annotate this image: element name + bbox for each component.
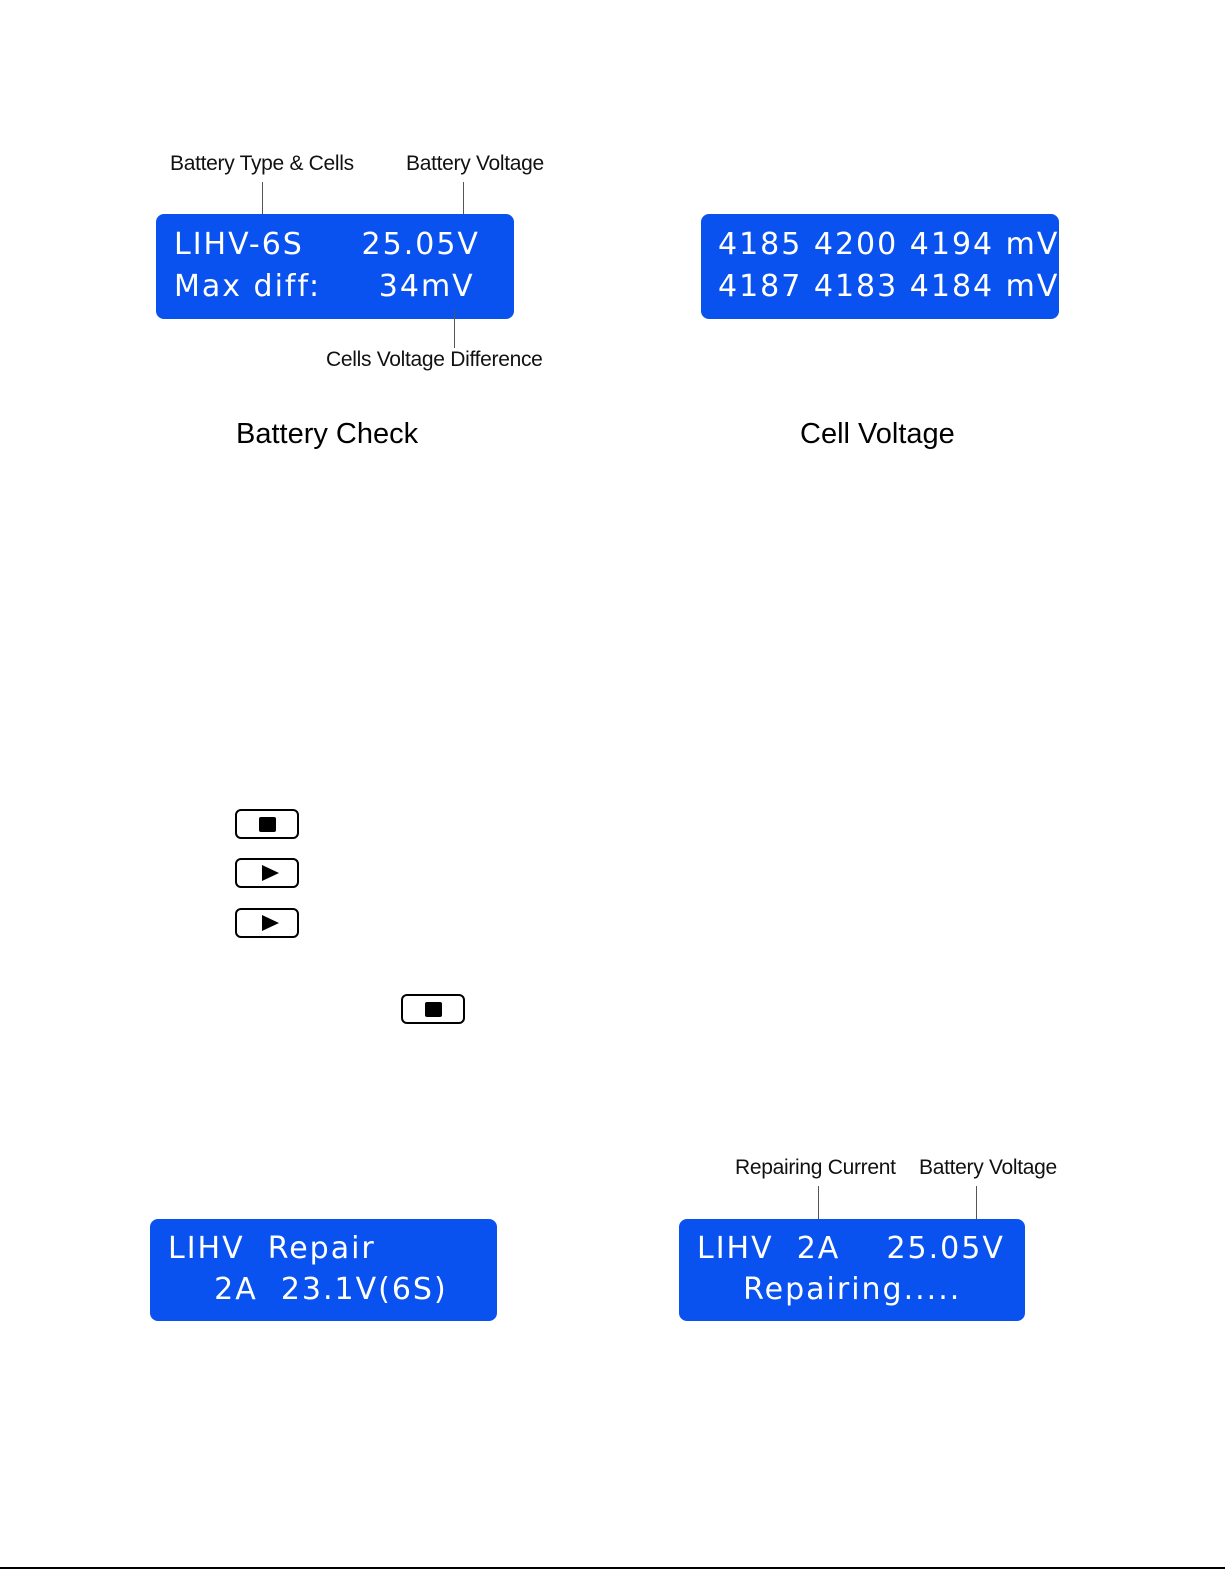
lcd-line-1: LIHV-6S 25.05V	[174, 227, 480, 262]
stop-key-2	[401, 994, 465, 1024]
lcd-line-1: 4185 4200 4194 mV	[718, 227, 1060, 262]
callout-repairing-current: Repairing Current	[735, 1156, 896, 1179]
lcd-line-2: Max diff: 34mV	[174, 269, 475, 304]
lcd-repairing: LIHV 2A 25.05V Repairing.....	[679, 1219, 1025, 1321]
inc-key	[235, 858, 299, 888]
leader-battery-voltage	[463, 182, 464, 216]
play-triangle-icon	[262, 915, 279, 931]
lcd-line-2: 2A 23.1V(6S)	[168, 1272, 448, 1307]
play-triangle-icon	[262, 865, 279, 881]
lcd-cell-voltage: 4185 4200 4194 mV 4187 4183 4184 mV	[701, 214, 1059, 319]
bottom-rule	[0, 1567, 1225, 1569]
stop-square-icon	[425, 1002, 442, 1017]
lcd-battery-check: LIHV-6S 25.05V Max diff: 34mV	[156, 214, 514, 319]
dec-key	[235, 908, 299, 938]
lcd-repair-setup: LIHV Repair 2A 23.1V(6S)	[150, 1219, 497, 1321]
caption-battery-check: Battery Check	[236, 418, 419, 450]
stop-key	[235, 809, 299, 839]
callout-repair-battery-voltage: Battery Voltage	[919, 1156, 1057, 1179]
leader-repairing-current	[818, 1186, 819, 1224]
leader-cells-diff	[454, 310, 455, 348]
lcd-line-1: LIHV 2A 25.05V	[697, 1231, 1005, 1266]
stop-square-icon	[259, 817, 276, 832]
lcd-line-1: LIHV Repair	[168, 1231, 376, 1266]
lcd-line-2: Repairing.....	[697, 1272, 962, 1307]
lcd-line-2: 4187 4183 4184 mV	[718, 269, 1060, 304]
callout-battery-type: Battery Type & Cells	[170, 152, 354, 175]
leader-repair-battery-voltage	[976, 1186, 977, 1224]
callout-cells-voltage-difference: Cells Voltage Difference	[326, 348, 543, 371]
caption-cell-voltage: Cell Voltage	[800, 418, 955, 450]
callout-battery-voltage: Battery Voltage	[406, 152, 544, 175]
leader-battery-type	[262, 182, 263, 216]
